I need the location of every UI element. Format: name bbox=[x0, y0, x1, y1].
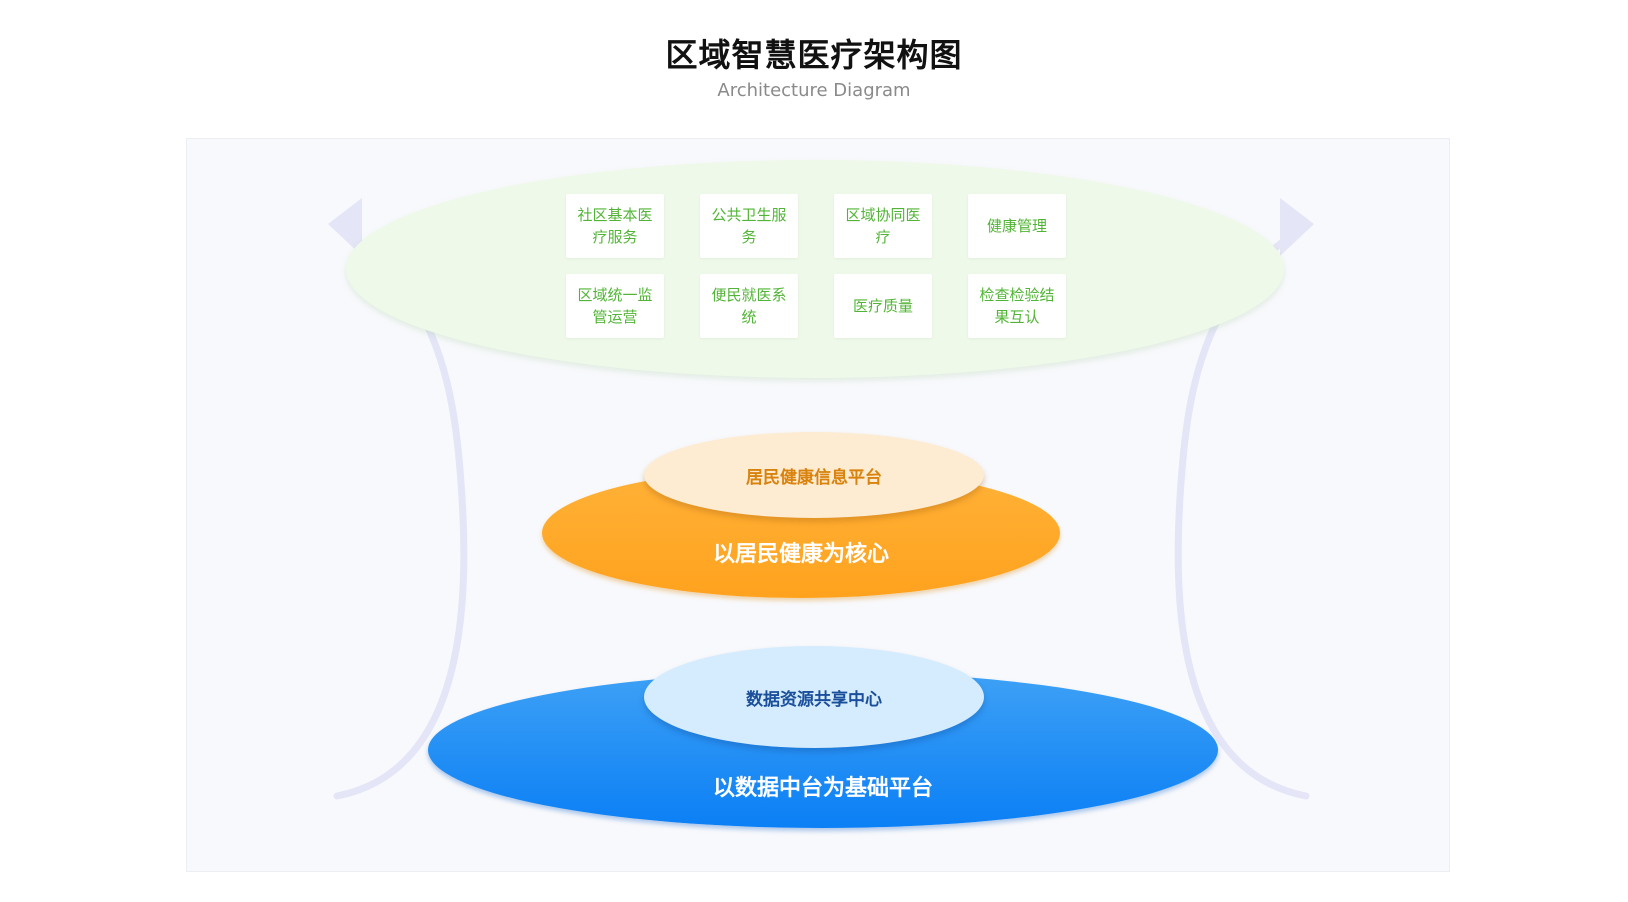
right-arrow-head bbox=[1280, 198, 1314, 256]
resident-platform-ellipse: 居民健康信息平台 bbox=[644, 432, 984, 518]
page-subtitle: Architecture Diagram bbox=[717, 80, 911, 101]
left-arrow-head bbox=[328, 198, 362, 256]
page-title: 区域智慧医疗架构图 bbox=[665, 36, 963, 74]
service-card: 社区基本医疗服务 bbox=[566, 194, 664, 258]
data-base-label: 以数据中台为基础平台 bbox=[712, 776, 933, 801]
service-card: 公共卫生服务 bbox=[700, 194, 798, 258]
service-card: 医疗质量 bbox=[834, 274, 932, 338]
service-card: 区域统一监管运营 bbox=[566, 274, 664, 338]
resident-platform-label: 居民健康信息平台 bbox=[746, 467, 882, 488]
service-card: 健康管理 bbox=[968, 194, 1066, 258]
data-center-label: 数据资源共享中心 bbox=[746, 689, 882, 710]
resident-core-label: 以居民健康为核心 bbox=[712, 542, 889, 567]
service-card: 检查检验结果互认 bbox=[968, 274, 1066, 338]
services-ellipse bbox=[346, 160, 1284, 378]
service-card: 区域协同医疗 bbox=[834, 194, 932, 258]
data-center-ellipse: 数据资源共享中心 bbox=[644, 646, 984, 748]
service-card: 便民就医系统 bbox=[700, 274, 798, 338]
